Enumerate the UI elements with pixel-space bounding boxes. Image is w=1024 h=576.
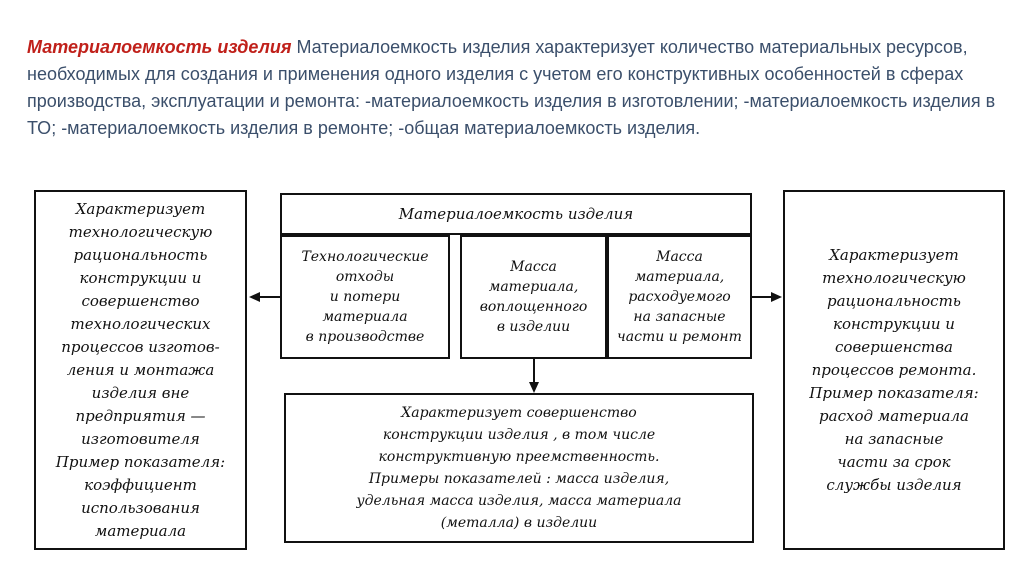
left-arrow-head [249, 292, 260, 302]
intro-text: Материалоемкость изделия характеризует к… [27, 37, 996, 138]
down-arrow-head [529, 382, 539, 393]
right-arrow-head [771, 292, 782, 302]
bottom-description-box: Характеризует совершенство конструкции и… [284, 393, 754, 543]
sub-block-embodied-mass: Масса материала, воплощенного в изделии [460, 235, 607, 359]
sub-block-spare-parts-mass: Масса материала, расходуемого на запасны… [607, 235, 752, 359]
left-description-box: Характеризует технологическую рациональн… [34, 190, 247, 550]
intro-term: Материалоемкость изделия [27, 37, 292, 57]
center-title-box: Материалоемкость изделия [280, 193, 752, 235]
intro-paragraph: Материалоемкость изделия Материалоемкост… [27, 34, 1007, 142]
sub-block-waste: Технологические отходы и потери материал… [280, 235, 450, 359]
right-description-box: Характеризует технологическую рациональн… [783, 190, 1005, 550]
